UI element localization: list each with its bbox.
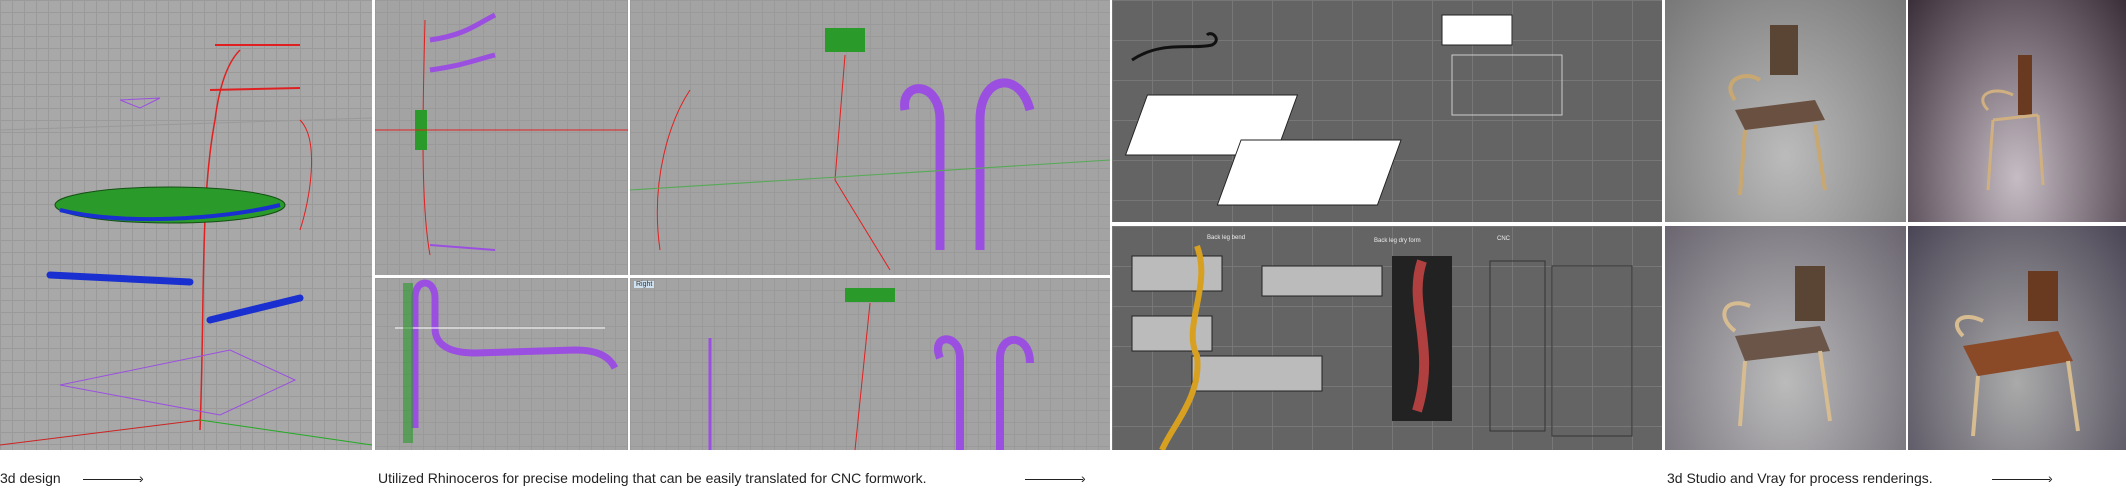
label-back-leg-bend: Back leg bend: [1207, 235, 1246, 241]
rhino-perspective-viewport: [630, 0, 1110, 275]
design-perspective-panel: [0, 0, 372, 450]
label-cnc: CNC: [1497, 236, 1510, 242]
rhino-right-viewport: Right: [630, 278, 1110, 450]
render-4: [1908, 226, 2126, 450]
caption-3d-design: 3d design: [0, 470, 61, 486]
design-model: [0, 44, 372, 446]
arrow-icon: ›: [1025, 470, 1086, 486]
caption-rhino: Utilized Rhinoceros for precise modeling…: [378, 470, 927, 486]
viewport-label: Right: [634, 281, 655, 288]
render-1: [1665, 0, 1906, 222]
cnc-parts-panel: [1112, 0, 1662, 222]
caption-render: 3d Studio and Vray for process rendering…: [1667, 470, 1933, 486]
rhino-front-viewport: [375, 278, 628, 450]
cnc-formwork-panel: Back leg bend Back leg dry form CNC: [1112, 226, 1662, 450]
arrow-icon: ›: [83, 470, 144, 486]
render-2: [1908, 0, 2126, 222]
rhino-top-viewport: [375, 0, 628, 275]
render-3: [1665, 226, 1906, 450]
arrow-icon: ›: [1992, 470, 2053, 486]
label-back-leg-dry-form: Back leg dry form: [1374, 238, 1421, 244]
